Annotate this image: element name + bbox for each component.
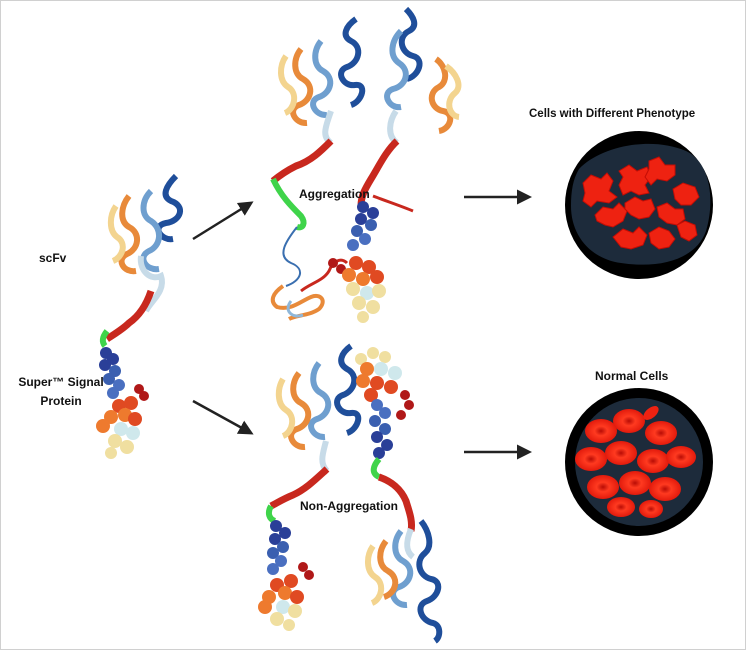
non-aggregation-protein-left (258, 346, 358, 631)
aggregation-protein-right (328, 9, 459, 323)
label-super-signal-protein: Super™ Signal Protein (11, 373, 111, 411)
arrow-to-aggregation (193, 203, 251, 239)
label-aggregation: Aggregation (299, 187, 370, 201)
dish-different-phenotype (565, 131, 713, 279)
scfv-protein-left (103, 176, 180, 346)
arrow-to-non-aggregation (193, 401, 251, 433)
label-non-aggregation: Non-Aggregation (300, 499, 398, 513)
non-aggregation-protein-right (355, 347, 439, 641)
label-cells-different-phenotype: Cells with Different Phenotype (529, 108, 695, 120)
label-scfv: scFv (39, 251, 66, 265)
label-normal-cells: Normal Cells (595, 369, 668, 383)
dish-normal-cells (565, 388, 713, 536)
